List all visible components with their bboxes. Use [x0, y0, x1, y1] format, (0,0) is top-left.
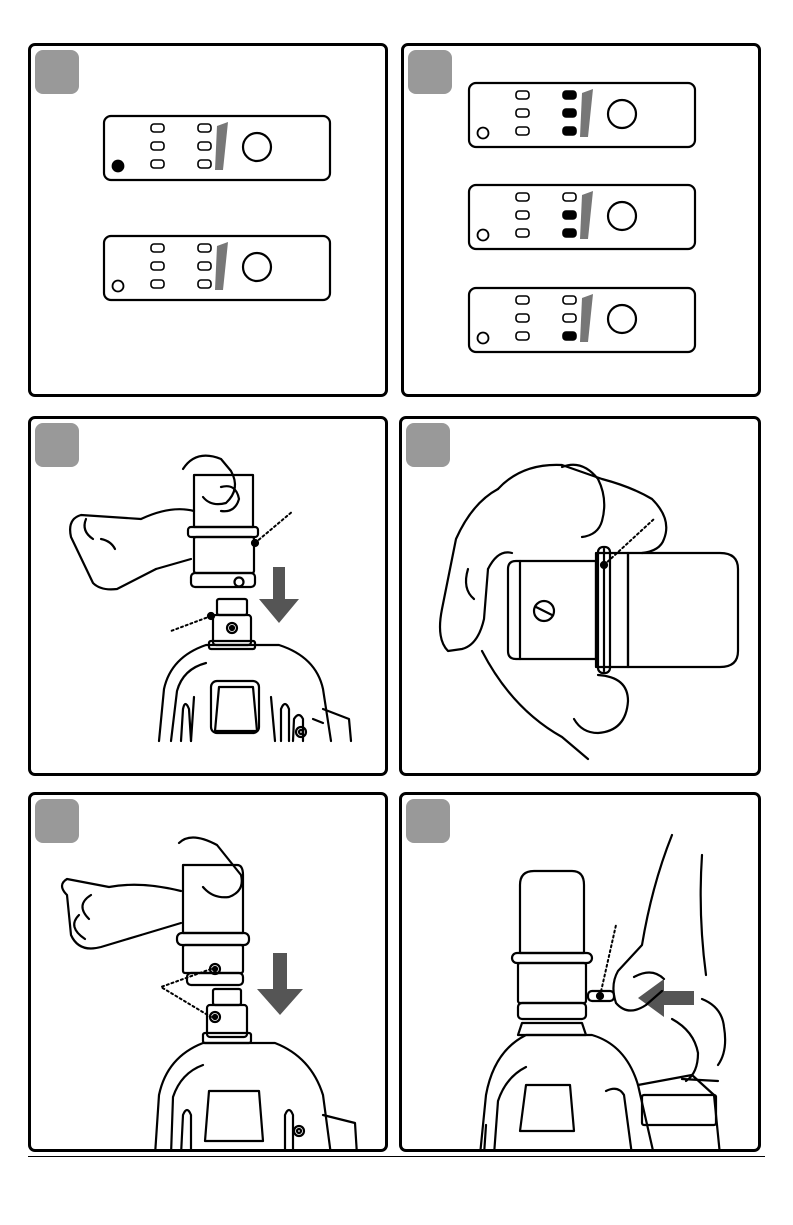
indicator-led	[151, 244, 164, 252]
indicator-led	[563, 211, 576, 219]
panel-5	[28, 792, 388, 1152]
indicator-led	[516, 91, 529, 99]
indicator-led	[198, 244, 211, 252]
indicator-led	[563, 193, 576, 201]
indicator-led	[198, 262, 211, 270]
panel-6-illustration	[402, 795, 761, 1152]
footer-rule	[28, 1156, 765, 1157]
control-knob	[608, 305, 636, 333]
indicator-led	[516, 127, 529, 135]
panel-6	[399, 792, 761, 1152]
panel-2-illustration	[404, 46, 761, 397]
indicator-led	[516, 314, 529, 322]
callout-line	[171, 616, 211, 631]
panel-4	[399, 416, 761, 776]
power-led	[113, 281, 124, 292]
indicator-led	[516, 211, 529, 219]
control-display	[104, 236, 330, 300]
power-led	[478, 128, 489, 139]
indicator-led	[151, 124, 164, 132]
indicator-led	[198, 280, 211, 288]
panel-4-illustration	[402, 419, 761, 776]
indicator-led	[198, 142, 211, 150]
hand	[183, 456, 235, 504]
callout-line	[255, 511, 293, 543]
control-display	[469, 83, 695, 147]
panel-1	[28, 43, 388, 397]
indicator-led	[198, 160, 211, 168]
control-display	[104, 116, 330, 180]
indicator-led	[151, 262, 164, 270]
control-display	[469, 288, 695, 352]
control-display	[469, 185, 695, 249]
power-led	[478, 333, 489, 344]
arrow-left-icon	[638, 979, 694, 1017]
label-plate	[642, 1095, 716, 1125]
indicator-led	[563, 127, 576, 135]
socket	[628, 553, 738, 667]
impact-wrench-body	[159, 645, 331, 741]
control-knob	[608, 202, 636, 230]
indicator-led	[563, 91, 576, 99]
indicator-led	[563, 229, 576, 237]
control-knob	[608, 100, 636, 128]
socket	[183, 865, 243, 933]
indicator-led	[563, 332, 576, 340]
indicator-led	[151, 142, 164, 150]
indicator-led	[516, 193, 529, 201]
panel-3	[28, 416, 388, 776]
power-led	[113, 161, 124, 172]
indicator-led	[563, 314, 576, 322]
control-knob	[243, 133, 271, 161]
indicator-led	[563, 296, 576, 304]
control-knob	[243, 253, 271, 281]
impact-wrench-body	[480, 1035, 654, 1152]
indicator-led	[198, 124, 211, 132]
panel-3-illustration	[31, 419, 388, 776]
panel-1-illustration	[31, 46, 388, 397]
indicator-led	[516, 332, 529, 340]
hand	[179, 837, 242, 897]
socket	[520, 871, 584, 953]
indicator-led	[516, 229, 529, 237]
indicator-led	[563, 109, 576, 117]
arrow-down-icon	[259, 567, 299, 623]
panel-5-illustration	[31, 795, 388, 1152]
indicator-led	[516, 296, 529, 304]
power-led	[478, 230, 489, 241]
hand	[498, 465, 666, 553]
socket	[194, 475, 253, 527]
indicator-led	[151, 160, 164, 168]
indicator-led	[516, 109, 529, 117]
indicator-led	[151, 280, 164, 288]
panel-2	[401, 43, 761, 397]
arrow-down-icon	[257, 953, 303, 1015]
